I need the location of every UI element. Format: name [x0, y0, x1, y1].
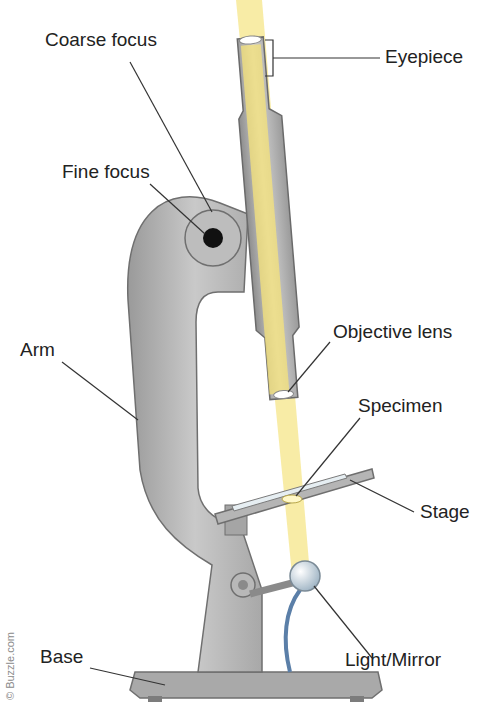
coarse-focus-knob — [185, 210, 241, 266]
part-label: Eyepiece — [385, 47, 463, 68]
leader-lines — [62, 40, 414, 685]
part-label: Arm — [20, 340, 55, 361]
stage — [215, 469, 374, 524]
cable — [286, 590, 300, 672]
base-foot — [148, 696, 162, 702]
mirror-stem — [250, 582, 296, 594]
arm — [128, 197, 262, 672]
part-label: Light/Mirror — [345, 650, 441, 671]
light-mirror — [290, 561, 320, 591]
watermark: © Buzzle.com — [4, 632, 16, 700]
fine-focus-knob — [203, 228, 223, 248]
pivot-center — [238, 580, 248, 590]
part-label: Specimen — [358, 396, 443, 417]
body-tube — [232, 34, 305, 400]
specimen-slide — [232, 474, 347, 511]
base-foot — [350, 696, 364, 702]
part-label: Stage — [420, 502, 470, 523]
specimen — [282, 495, 302, 503]
base-plate — [130, 672, 382, 698]
part-label: Coarse focus — [45, 30, 157, 51]
part-label: Base — [40, 647, 83, 668]
part-label: Fine focus — [62, 162, 150, 183]
part-label: Objective lens — [333, 322, 452, 343]
